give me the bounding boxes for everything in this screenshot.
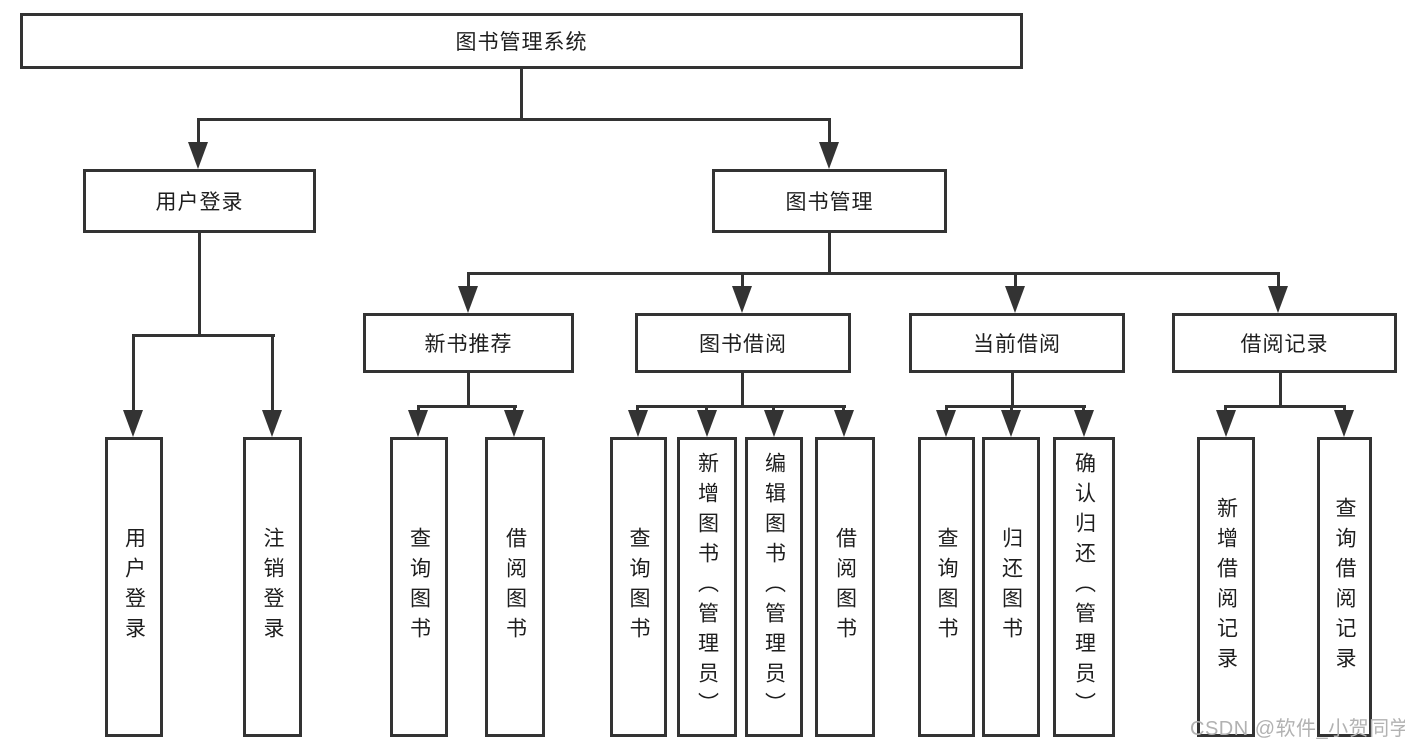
node-label: 借阅记录 [1240,333,1329,356]
connector-line [945,405,1086,408]
arrow-down-icon [1268,286,1288,313]
arrow-down-icon [408,410,428,437]
connector-line [842,405,845,413]
connector-line [636,405,639,413]
arrow-down-icon [188,142,208,169]
node-label: 借阅图书 [503,527,527,647]
connector-line [198,233,201,336]
connector-line [1014,272,1017,290]
watermark: CSDN @软件_小贺同学 [1190,718,1405,740]
arrow-down-icon [504,410,524,437]
leaf-query-borrow-record: 查询借阅记录 [1317,437,1372,737]
arrow-down-icon [732,286,752,313]
connector-line [1082,405,1085,413]
arrow-down-icon [1074,410,1094,437]
arrow-down-icon [1334,410,1354,437]
connector-line [132,334,275,337]
connector-line [467,373,470,407]
connector-line [417,405,517,408]
connector-line [132,334,135,412]
leaf-borrow-books: 借阅图书 [815,437,875,737]
node-book-management: 图书管理 [712,169,947,233]
node-label: 新增图书（管理员） [695,452,719,722]
leaf-add-borrow-record: 新增借阅记录 [1197,437,1255,737]
node-label: 编辑图书（管理员） [762,452,786,722]
leaf-add-books-admin: 新增图书（管理员） [677,437,737,737]
connector-line [1224,405,1227,413]
node-label: 当前借阅 [973,333,1061,356]
connector-line [197,118,200,146]
leaf-borrow-books-recommend: 借阅图书 [485,437,545,737]
node-label: 注销登录 [261,527,284,647]
node-borrowing-records: 借阅记录 [1172,313,1397,373]
connector-line [271,334,274,412]
arrow-down-icon [834,410,854,437]
connector-line [1010,405,1013,413]
leaf-query-books-current: 查询图书 [918,437,975,737]
node-label: 借阅图书 [833,527,857,647]
node-label: 用户登录 [155,191,244,214]
leaf-logout: 注销登录 [243,437,302,737]
connector-line [828,233,831,274]
connector-line [828,118,831,146]
arrow-down-icon [1001,410,1021,437]
connector-line [467,272,470,290]
leaf-edit-books-admin: 编辑图书（管理员） [745,437,803,737]
arrow-down-icon [936,410,956,437]
node-label: 新书推荐 [424,333,513,356]
arrow-down-icon [458,286,478,313]
connector-line [1011,373,1014,407]
arrow-down-icon [819,142,839,169]
arrow-down-icon [123,410,143,437]
node-new-book-recommendation: 新书推荐 [363,313,574,373]
node-label: 图书借阅 [699,333,787,356]
node-label: 查询图书 [627,527,650,647]
connector-line [467,272,1279,275]
node-label: 用户登录 [122,527,146,647]
node-label: 新增借阅记录 [1214,497,1238,677]
node-label: 查询图书 [407,527,431,647]
node-label: 图书管理 [785,191,874,214]
arrow-down-icon [262,410,282,437]
connector-line [945,405,948,413]
node-book-borrowing: 图书借阅 [635,313,851,373]
node-label: 查询图书 [935,527,958,647]
connector-line [636,405,846,408]
arrow-down-icon [628,410,648,437]
connector-line [197,118,831,121]
node-current-borrowing: 当前借阅 [909,313,1125,373]
node-user-login-group: 用户登录 [83,169,316,233]
node-label: 确认归还（管理员） [1072,452,1096,722]
node-library-management-system: 图书管理系统 [20,13,1023,69]
arrow-down-icon [764,410,784,437]
leaf-query-books-borrowing: 查询图书 [610,437,667,737]
leaf-user-login: 用户登录 [105,437,163,737]
node-label: 归还图书 [999,527,1023,647]
connector-line [417,405,420,413]
node-label: 图书管理系统 [455,31,588,54]
leaf-return-books: 归还图书 [982,437,1040,737]
connector-line [705,405,708,413]
node-label: 查询借阅记录 [1333,497,1356,677]
connector-line [1224,405,1346,408]
leaf-confirm-return-admin: 确认归还（管理员） [1053,437,1115,737]
connector-line [1279,373,1282,407]
leaf-query-books-recommend: 查询图书 [390,437,448,737]
arrow-down-icon [697,410,717,437]
arrow-down-icon [1005,286,1025,313]
connector-line [741,272,744,290]
connector-line [1277,272,1280,290]
connector-line [772,405,775,413]
connector-line [520,69,523,120]
connector-line [1343,405,1346,413]
arrow-down-icon [1216,410,1236,437]
connector-line [741,373,744,407]
connector-line [513,405,516,413]
